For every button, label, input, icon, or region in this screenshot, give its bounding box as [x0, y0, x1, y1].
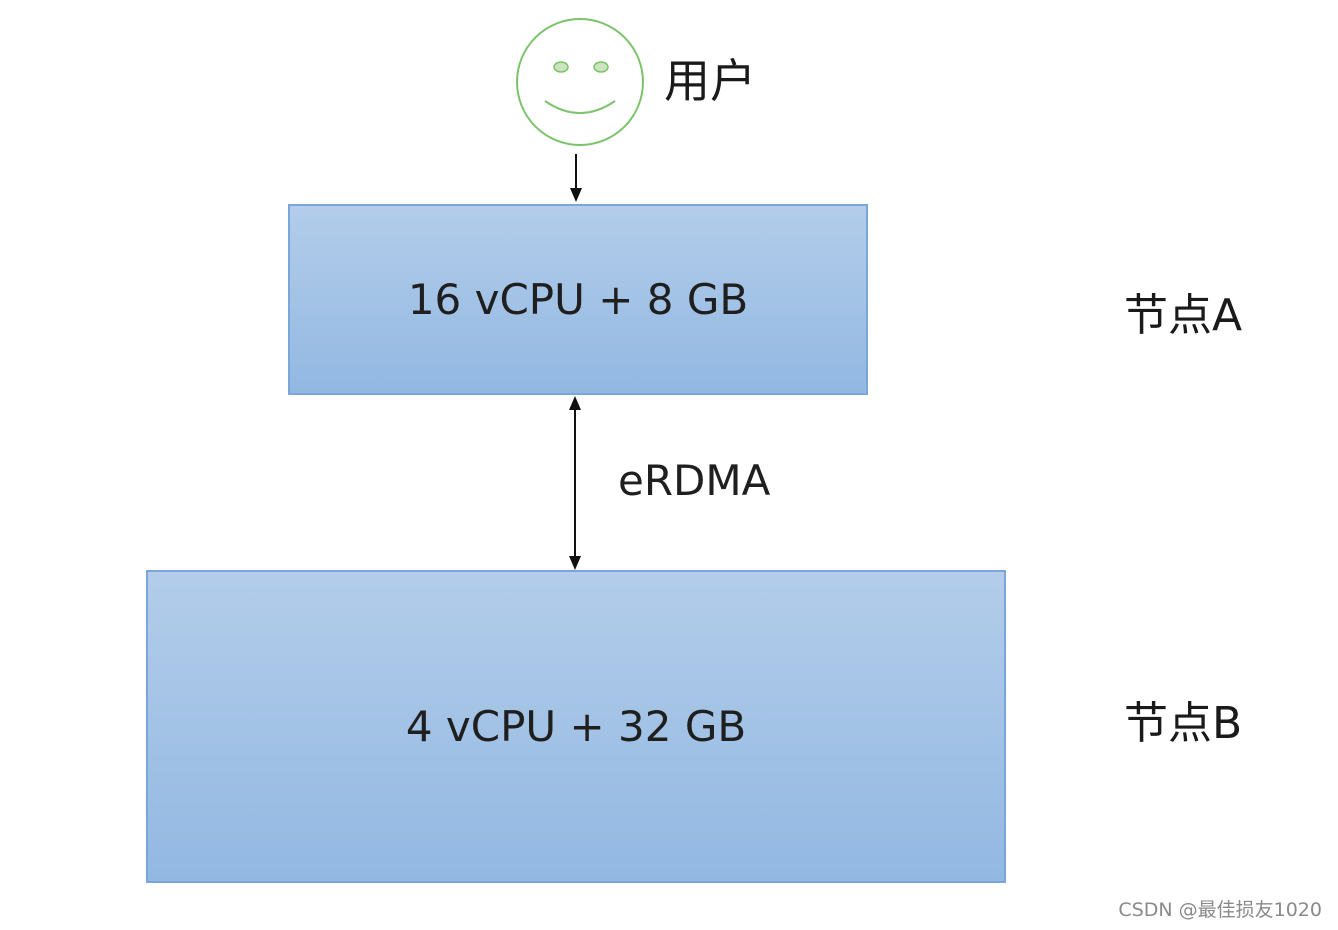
- node-b-label: 节点B: [1124, 698, 1243, 749]
- node-a-spec: 16 vCPU + 8 GB: [407, 275, 749, 324]
- smiley-face-icon: [516, 18, 644, 146]
- erdma-bidirectional-arrow: [569, 396, 581, 570]
- node-b-spec: 4 vCPU + 32 GB: [405, 702, 747, 751]
- erdma-label: eRDMA: [618, 456, 771, 505]
- node-a-box: [288, 204, 868, 395]
- user-to-node-a-arrow: [570, 154, 582, 202]
- user-label: 用户: [664, 54, 756, 108]
- watermark: CSDN @最佳损友1020: [1118, 899, 1322, 921]
- node-b-box: [146, 570, 1006, 883]
- node-a-label: 节点A: [1124, 290, 1243, 341]
